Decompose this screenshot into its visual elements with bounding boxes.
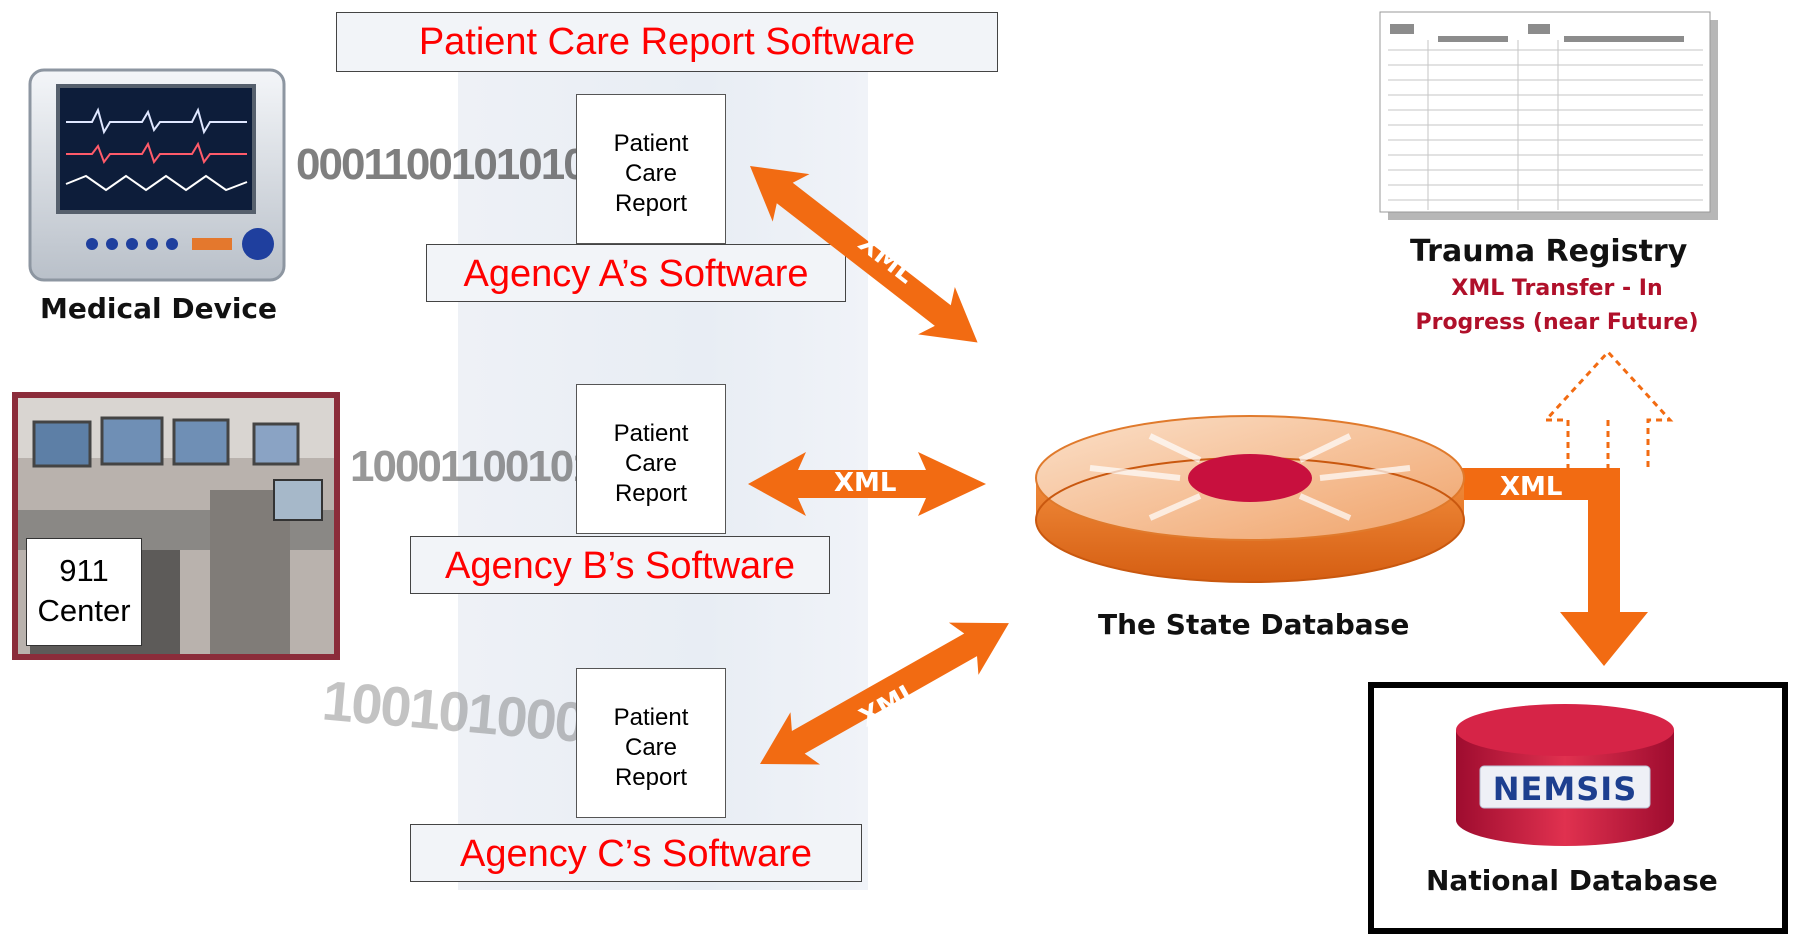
state-database-label: The State Database	[1098, 608, 1410, 641]
medical-device-icon	[28, 68, 286, 282]
binary-stream-device: 0001100101010(	[296, 140, 600, 189]
xml-arrow-agency-b	[748, 452, 986, 516]
pcr-a-line2: Care	[624, 160, 678, 187]
future-transfer-dashed-arrow	[1542, 349, 1674, 470]
state-database-icon[interactable]	[1030, 408, 1470, 608]
xml-label-b: XML	[834, 468, 897, 498]
national-database-icon	[1456, 704, 1674, 846]
agency-c-software[interactable]: Agency C’s Software	[410, 824, 862, 882]
xml-arrow-national	[1462, 468, 1648, 666]
911-label-line1: 911	[59, 553, 109, 588]
pcr-c-line3: Report	[614, 764, 688, 791]
trauma-registry-title: Trauma Registry	[1410, 234, 1688, 269]
patient-care-report-b[interactable]: Patient Care Report	[576, 384, 726, 534]
xml-arrow-agency-a	[750, 166, 978, 343]
pcr-c-line2: Care	[624, 734, 678, 761]
patient-care-report-a[interactable]: Patient Care Report	[576, 94, 726, 244]
pcr-c-line1: Patient	[613, 704, 689, 731]
binary-stream-911: 100011001010	[350, 442, 619, 491]
pcr-a-line3: Report	[614, 190, 688, 217]
nemsis-logo: NEMSIS	[1492, 770, 1638, 808]
trauma-registry-document-icon[interactable]	[1378, 10, 1722, 224]
medical-device-label: Medical Device	[40, 292, 278, 325]
page-title: Patient Care Report Software	[336, 12, 998, 72]
pcr-a-line1: Patient	[613, 130, 689, 157]
trauma-registry-note: XML Transfer - In Progress (near Future)	[1372, 272, 1742, 340]
patient-care-report-c[interactable]: Patient Care Report	[576, 668, 726, 818]
trauma-note-line1: XML Transfer - In	[1451, 276, 1663, 301]
xml-arrow-agency-c	[760, 622, 1009, 765]
national-database-label: National Database	[1426, 864, 1718, 897]
911-label-line2: Center	[37, 593, 131, 628]
pcr-b-line3: Report	[614, 480, 688, 507]
agency-a-software[interactable]: Agency A’s Software	[426, 244, 846, 302]
agency-b-software[interactable]: Agency B’s Software	[410, 536, 830, 594]
911-center-label: 911 Center	[26, 538, 142, 646]
pcr-b-line1: Patient	[613, 420, 689, 447]
pcr-b-line2: Care	[624, 450, 678, 477]
xml-label-national: XML	[1500, 472, 1563, 502]
trauma-note-line2: Progress (near Future)	[1415, 310, 1699, 335]
